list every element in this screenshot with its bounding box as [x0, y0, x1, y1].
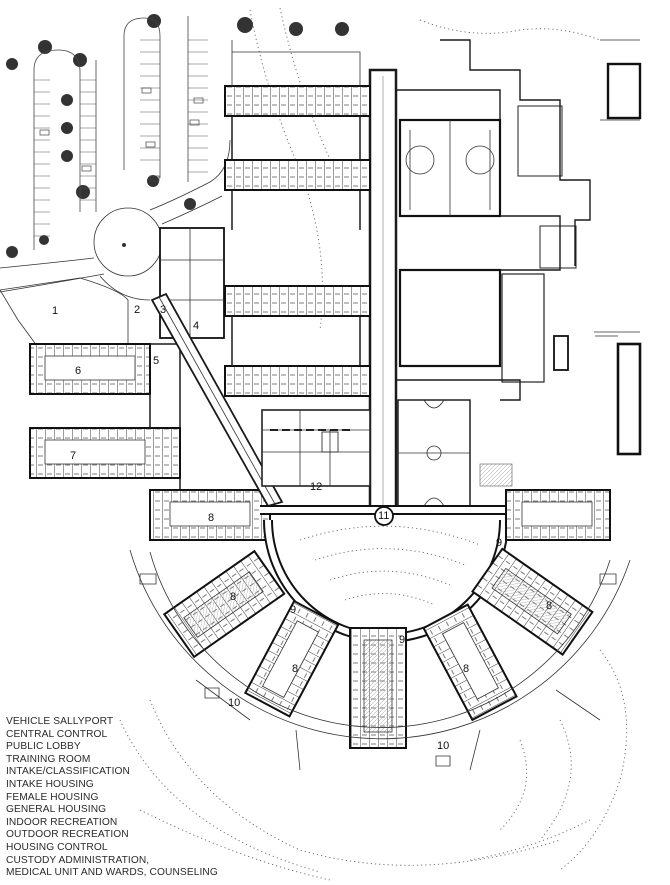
label-area-2: 2	[134, 304, 140, 316]
legend: VEHICLE SALLYPORT CENTRAL CONTROL PUBLIC…	[6, 716, 246, 880]
legend-item: VEHICLE SALLYPORT	[6, 716, 114, 727]
label-area-9-sw: 9	[290, 604, 296, 616]
legend-item: CENTRAL CONTROL	[6, 728, 108, 740]
legend-item: CUSTODY ADMINISTRATION,	[6, 854, 150, 866]
legend-item: HOUSING CONTROL	[6, 841, 108, 853]
legend-item: GENERAL HOUSING	[6, 804, 107, 816]
central-zone	[261, 409, 371, 487]
label-area-3: 3	[160, 304, 166, 316]
label-area-12: 12	[310, 481, 322, 493]
label-area-9-e: 9	[496, 537, 502, 549]
legend-item: INTAKE HOUSING	[6, 778, 94, 790]
label-area-6: 6	[75, 365, 81, 377]
perimeter-fence	[129, 40, 640, 771]
main-corridor	[368, 68, 398, 512]
plan-labels: 1 2 3 4 5 6 7 8 8 8 8 8 9 9 9 10 10 11 1…	[52, 304, 552, 752]
label-area-8-west: 8	[208, 512, 214, 524]
legend-item: INDOOR RECREATION	[6, 816, 118, 828]
label-area-7: 7	[70, 450, 76, 462]
roads	[0, 39, 640, 301]
admin-block	[396, 39, 642, 456]
diagonal-corridor	[150, 292, 284, 508]
label-area-8-sw: 8	[230, 591, 236, 603]
basketball-court	[397, 399, 513, 507]
label-area-1: 1	[52, 305, 58, 317]
label-area-9-s: 9	[399, 634, 405, 646]
radial-housing	[162, 489, 611, 749]
label-area-8-sse: 8	[463, 663, 469, 675]
label-area-10-s: 10	[437, 740, 449, 752]
legend-item: OUTDOOR RECREATION	[6, 829, 129, 841]
label-area-8-ssw: 8	[292, 663, 298, 675]
north-housing-wings	[224, 51, 371, 397]
label-area-5: 5	[153, 355, 159, 367]
west-wings	[29, 227, 271, 541]
legend-item: FEMALE HOUSING	[6, 791, 99, 803]
label-area-4: 4	[193, 320, 199, 332]
label-area-11: 11	[378, 510, 389, 522]
legend-item: MEDICAL UNIT AND WARDS, COUNSELING	[6, 867, 218, 879]
legend-item: PUBLIC LOBBY	[6, 741, 81, 753]
trees	[6, 14, 349, 258]
legend-item: TRAINING ROOM	[6, 753, 91, 765]
label-area-10-w: 10	[228, 697, 240, 709]
parking-lots	[33, 16, 208, 250]
label-area-8-se: 8	[546, 600, 552, 612]
legend-item: INTAKE/CLASSIFICATION	[6, 766, 130, 778]
